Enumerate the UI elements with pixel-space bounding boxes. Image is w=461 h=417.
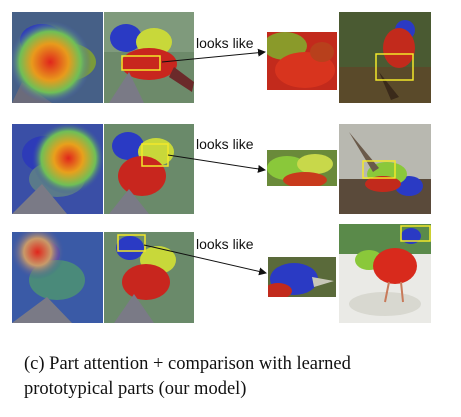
figure-caption: (c) Part attention + comparison with lea… <box>24 354 351 399</box>
prototype-source-image <box>339 224 431 323</box>
highlight-box <box>117 234 146 252</box>
highlight-box <box>121 55 161 71</box>
looks-like-label: looks like <box>196 35 254 51</box>
attention-heatmap-image <box>12 232 103 323</box>
attention-heatmap-image <box>12 124 103 214</box>
comparison-row-1: looks like <box>0 10 461 122</box>
highlight-box <box>400 225 431 242</box>
looks-like-label: looks like <box>196 236 254 252</box>
bird-image-with-box <box>104 124 194 214</box>
looks-like-label: looks like <box>196 136 254 152</box>
attention-heatmap-image <box>12 12 103 103</box>
bird-image-with-box <box>104 12 194 103</box>
prototype-source-image <box>339 12 431 103</box>
prototype-patch-image <box>267 150 337 186</box>
comparison-row-3: looks like <box>0 224 461 342</box>
bird-image-with-box <box>104 232 194 323</box>
prototype-patch-image <box>268 257 336 297</box>
highlight-box <box>362 160 396 179</box>
prototype-patch-image <box>267 32 337 90</box>
highlight-box <box>375 53 414 81</box>
comparison-row-2: looks like <box>0 122 461 234</box>
prototype-source-image <box>339 124 431 214</box>
